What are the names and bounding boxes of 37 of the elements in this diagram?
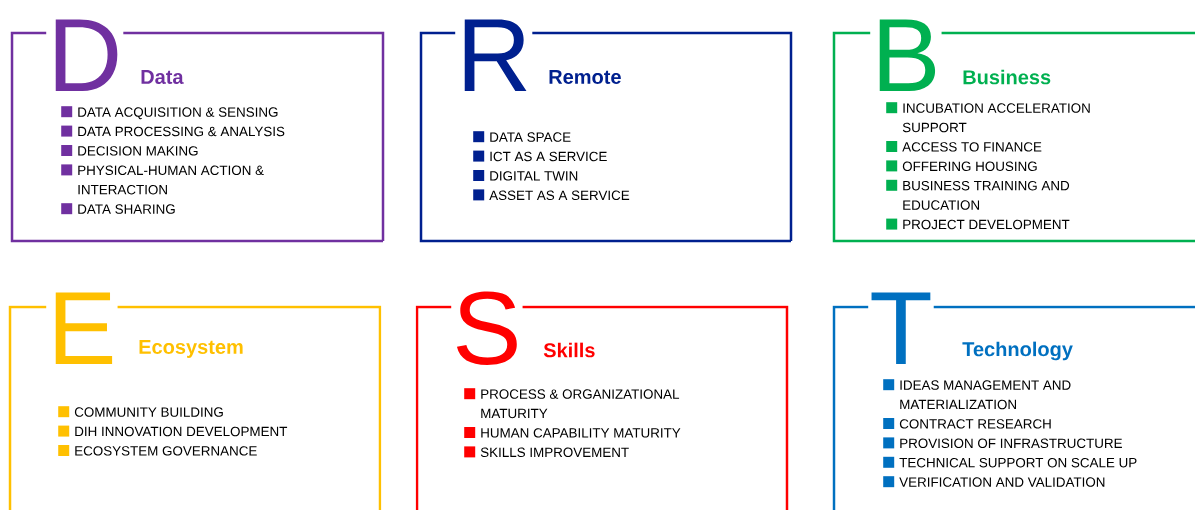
category-title: Data <box>141 70 184 84</box>
list-item: DATA PROCESSING & ANALYSIS <box>78 126 285 137</box>
list-item: OFFERING HOUSING <box>902 161 1037 171</box>
category-title: Skills <box>543 342 595 358</box>
list-item: INCUBATION ACCELERATION SUPPORT <box>902 103 1090 133</box>
list-item: DATA ACQUISITION & SENSING <box>78 107 278 120</box>
list-item: DATA SHARING <box>78 204 175 214</box>
initial-letter: D <box>46 18 124 92</box>
category-title: Ecosystem <box>139 340 243 358</box>
list-item: ECOSYSTEM GOVERNANCE <box>75 446 257 456</box>
list-item: VERIFICATION AND VALIDATION <box>899 477 1105 487</box>
list-item: DIGITAL TWIN <box>490 171 578 181</box>
list-item: IDEAS MANAGEMENT AND MATERIALIZATION <box>900 380 1071 410</box>
list-item: PROCESS & ORGANIZATIONAL MATURITY <box>481 389 680 419</box>
list-item: COMMUNITY BUILDING <box>74 407 223 417</box>
list-item: BUSINESS TRAINING AND EDUCATION <box>903 180 1070 210</box>
list-item: DECISION MAKING <box>78 146 198 156</box>
list-item: HUMAN CAPABILITY MATURITY <box>481 428 681 438</box>
list-item: TECHNICAL SUPPORT ON SCALE UP <box>899 457 1137 468</box>
list-item: DIH INNOVATION DEVELOPMENT <box>75 426 288 437</box>
list-item: PHYSICAL-HUMAN ACTION & INTERACTION <box>78 165 264 195</box>
list-item: ASSET AS A SERVICE <box>489 190 630 200</box>
list-item: ICT AS A SERVICE <box>490 151 607 162</box>
list-item: PROJECT DEVELOPMENT <box>903 219 1070 230</box>
list-item: SKILLS IMPROVEMENT <box>480 447 629 457</box>
initial-letter: R <box>455 18 533 92</box>
list-item: PROVISION OF INFRASTRUCTURE <box>900 438 1122 448</box>
initial-letter: S <box>451 290 523 366</box>
category-title: Remote <box>549 70 621 84</box>
category-title: Technology <box>962 341 1073 361</box>
initial-letter: T <box>868 291 934 365</box>
list-item: CONTRACT RESEARCH <box>899 419 1051 429</box>
category-title: Business <box>963 69 1051 85</box>
list-item: DATA SPACE <box>490 132 571 142</box>
initial-letter: E <box>46 291 118 365</box>
list-item: ACCESS TO FINANCE <box>902 142 1042 152</box>
initial-letter: B <box>870 18 942 92</box>
